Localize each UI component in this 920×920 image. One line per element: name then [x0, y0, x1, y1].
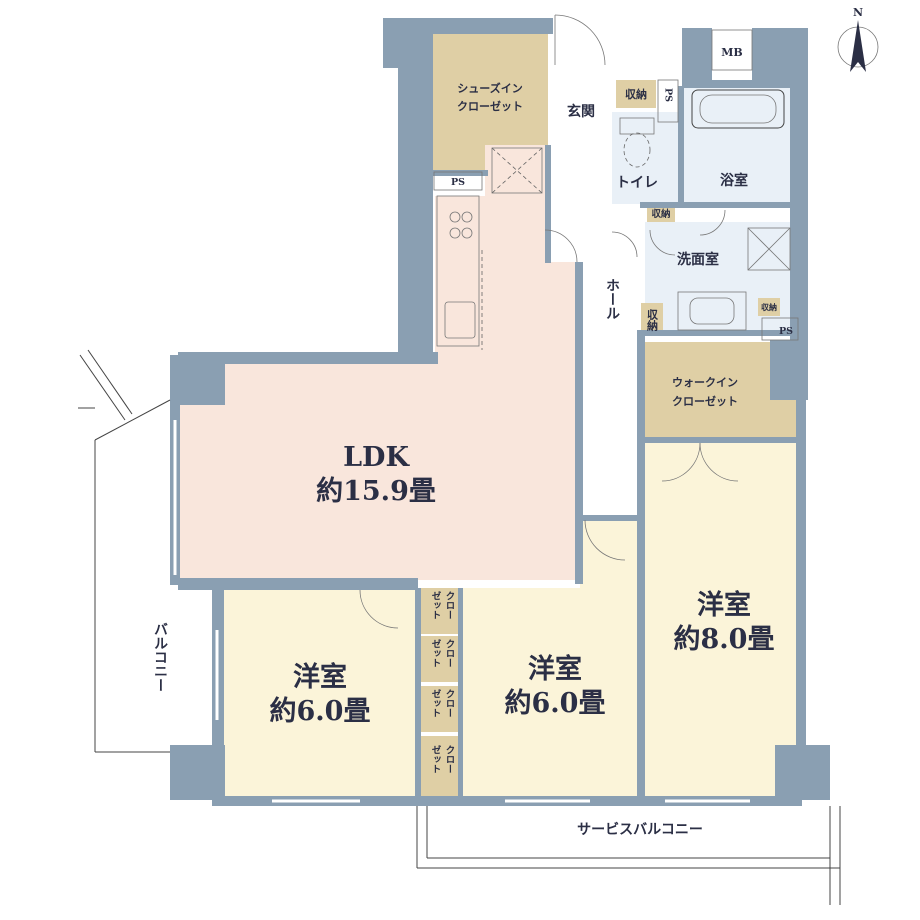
ps-label-right: PS [779, 326, 793, 337]
west-balcony [78, 349, 171, 753]
windows [173, 420, 750, 803]
balcony-label: バルコニー [152, 622, 168, 692]
entrance-storage-label: 収納 [625, 87, 647, 101]
closet-1-line1: クロー [444, 591, 456, 620]
hall-label: ホール [604, 278, 620, 320]
shoes-closet-line1: シューズイン [457, 81, 522, 95]
meter-box [711, 29, 753, 71]
compass-icon: N [837, 6, 879, 72]
closet-4-floor [420, 736, 460, 796]
washroom-label: 洗面室 [677, 251, 719, 268]
closet-labels: クロー ゼット クロー ゼット クロー ゼット クロー ゼット [430, 590, 456, 773]
west-bedroom-size: 約6.0畳 [270, 695, 371, 727]
service-balcony [416, 806, 841, 905]
east-bedroom-floor [645, 443, 798, 798]
center-bedroom-size: 約6.0畳 [505, 687, 606, 719]
kitchen-fixtures [436, 147, 543, 350]
closet-2-floor [420, 636, 460, 682]
toilet-label: トイレ [616, 175, 658, 191]
closet-1-line2: ゼット [430, 590, 442, 619]
ps-label-top: PS [663, 88, 674, 102]
compass-label: N [853, 6, 863, 19]
closet-3-floor [420, 686, 460, 732]
washroom-storage2-label: 収納 [761, 302, 777, 312]
washroom-storage-label: 収納 [651, 208, 670, 220]
doors [359, 14, 739, 629]
ps-box-left [433, 171, 483, 191]
service-balcony-label: サービスバルコニー [577, 822, 703, 838]
east-bedroom-size: 約8.0畳 [674, 623, 775, 655]
hall-floor [545, 100, 640, 520]
washroom-fixtures [677, 227, 791, 331]
entrance-label: 玄関 [567, 103, 595, 120]
ps-label-left: PS [451, 177, 465, 188]
closet-4-line1: クロー [444, 745, 456, 774]
closet-2-line1: クロー [444, 639, 456, 668]
ps-box-right [761, 317, 799, 341]
closet-1-floor [420, 588, 460, 634]
bathroom-label: 浴室 [720, 172, 748, 189]
east-bedroom-name: 洋室 [697, 589, 751, 621]
west-bedroom-floor [222, 588, 417, 798]
ldk-size: 約15.9畳 [316, 475, 436, 507]
washroom-storage-floor [647, 205, 675, 222]
center-bedroom-floor [460, 520, 637, 798]
meter-box-label: MB [721, 46, 742, 59]
washroom-storage2-floor [758, 298, 780, 316]
ldk-name: LDK [343, 442, 410, 473]
walk-in-closet-line1: ウォークイン [672, 376, 738, 389]
bathtub [691, 89, 785, 129]
hall-storage-floor [641, 303, 663, 335]
west-bedroom-name: 洋室 [293, 661, 347, 693]
toilet-fixture [619, 117, 655, 168]
closet-2-line2: ゼット [430, 638, 442, 667]
toilet-floor [612, 112, 682, 204]
shoes-closet-line2: クローゼット [457, 99, 523, 113]
closet-4-line2: ゼット [430, 744, 442, 773]
closet-3-line2: ゼット [430, 688, 442, 717]
closet-3-line1: クロー [444, 689, 456, 718]
ps-box-top [657, 79, 679, 123]
walk-in-closet-line2: クローゼット [672, 394, 738, 408]
entrance-storage-floor [616, 80, 656, 108]
center-bedroom-name: 洋室 [528, 653, 582, 685]
hall-storage-label: 収納 [646, 309, 659, 332]
shoes-in-closet-floor [433, 34, 548, 170]
